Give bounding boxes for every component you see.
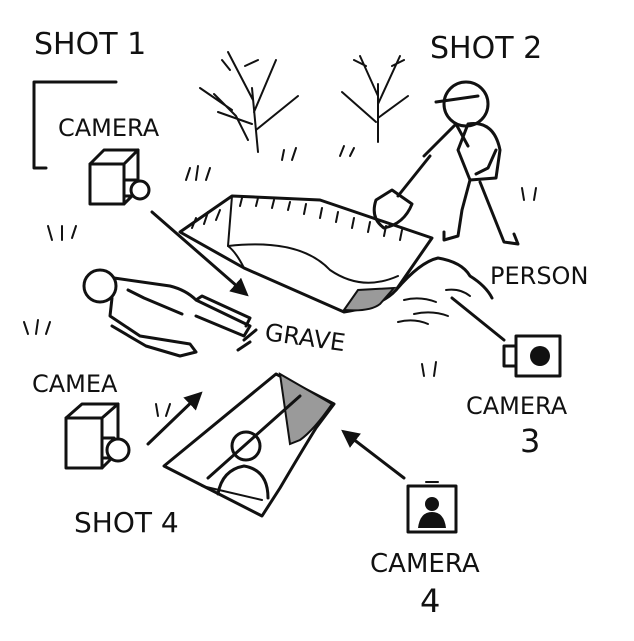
shot-4-label: SHOT 4 [74, 506, 179, 539]
camera-portrait-icon [406, 481, 458, 534]
shot-2-label: SHOT 2 [430, 31, 542, 66]
shot-1-label: SHOT 1 [34, 27, 146, 62]
tree-icon [199, 51, 299, 153]
shot-1-arrow [150, 210, 249, 297]
camera-3-arrow [450, 296, 506, 342]
shot-4-frame [162, 372, 336, 518]
tree-icon [341, 55, 409, 143]
camera-4-label: CAMERA [370, 549, 480, 579]
shot-1-frame-bracket [32, 80, 118, 170]
grave-label: GRAVE [263, 318, 347, 357]
dirt-mound [394, 256, 494, 325]
grave-pit [178, 194, 434, 314]
camera-4-arrow [341, 429, 406, 480]
shovel-icon [372, 154, 432, 230]
camera-top-left-label: CAMERA [58, 114, 160, 142]
camera-cube-icon [88, 148, 151, 206]
camera-cube-icon [64, 402, 131, 470]
digging-person [422, 80, 520, 246]
lying-person [82, 268, 258, 358]
person-label: PERSON [490, 262, 588, 290]
camera-lens-icon [502, 334, 562, 378]
camera-3-label: CAMERA [466, 392, 568, 420]
grass-tufts [23, 145, 537, 417]
shot-4-arrow [146, 391, 203, 446]
camera-left-label: CAMEA [32, 370, 118, 398]
camera-4-number: 4 [420, 582, 440, 620]
camera-3-number: 3 [520, 422, 540, 460]
